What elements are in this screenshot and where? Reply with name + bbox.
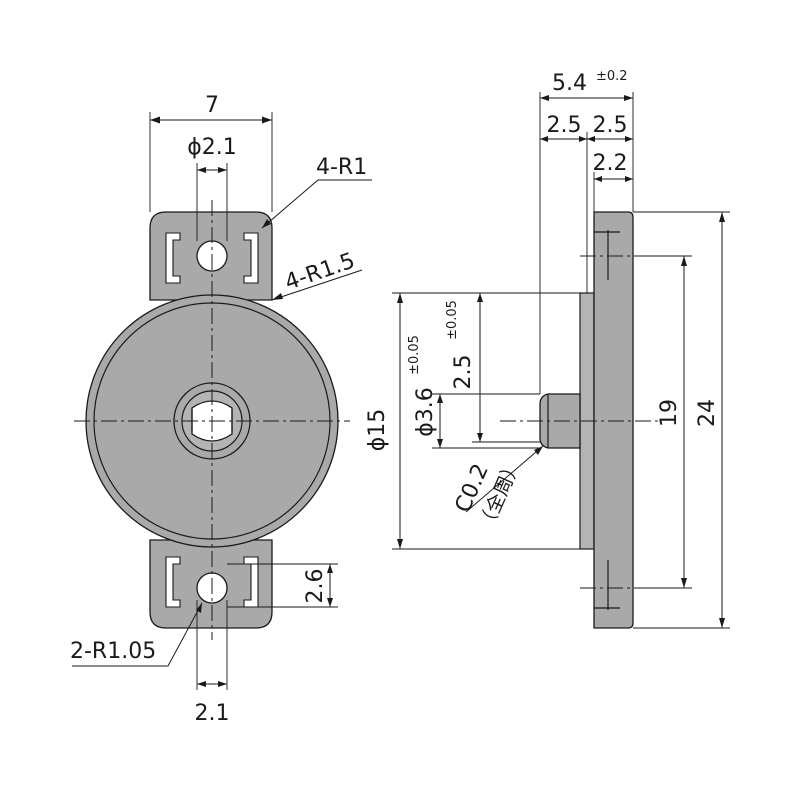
hole-diameter-label: ϕ2.1 [187,135,237,160]
total-thickness-tolerance: ±0.2 [596,69,628,84]
width-dimension-label: 7 [205,93,219,118]
shoulder-radius-label: 4-R1.5 [282,249,358,296]
boss-diameter-label: ϕ3.6 [413,387,438,437]
flange [593,211,634,629]
slot-width-label: 2.1 [195,701,230,726]
flange-thickness-label: 2.2 [593,151,628,176]
front-view [74,200,350,640]
side-view [500,211,660,629]
disc-diameter-label: ϕ15 [365,409,390,452]
top-slot-right [243,232,259,284]
shaft-tolerance: ±0.05 [445,300,460,340]
total-height-label: 24 [695,399,720,427]
shaft-label: 2.5 [451,355,476,390]
side-dimensions: 5.4 ±0.2 2.5 2.5 2.2 ϕ15 ϕ3.6 ±0.05 [365,69,730,629]
top-slot-left [165,232,181,284]
slot-height-label: 2.6 [303,569,328,604]
base-length-label: 2.5 [593,113,628,138]
hole-pitch-label: 19 [657,399,682,427]
boss-diameter-tolerance: ±0.05 [407,335,422,375]
corner-radius-label: 4-R1 [316,155,367,180]
bottom-slot-left [165,556,181,608]
total-thickness-label: 5.4 [552,71,587,96]
boss-length-label: 2.5 [547,113,582,138]
slot-radius-label: 2-R1.05 [70,639,156,664]
